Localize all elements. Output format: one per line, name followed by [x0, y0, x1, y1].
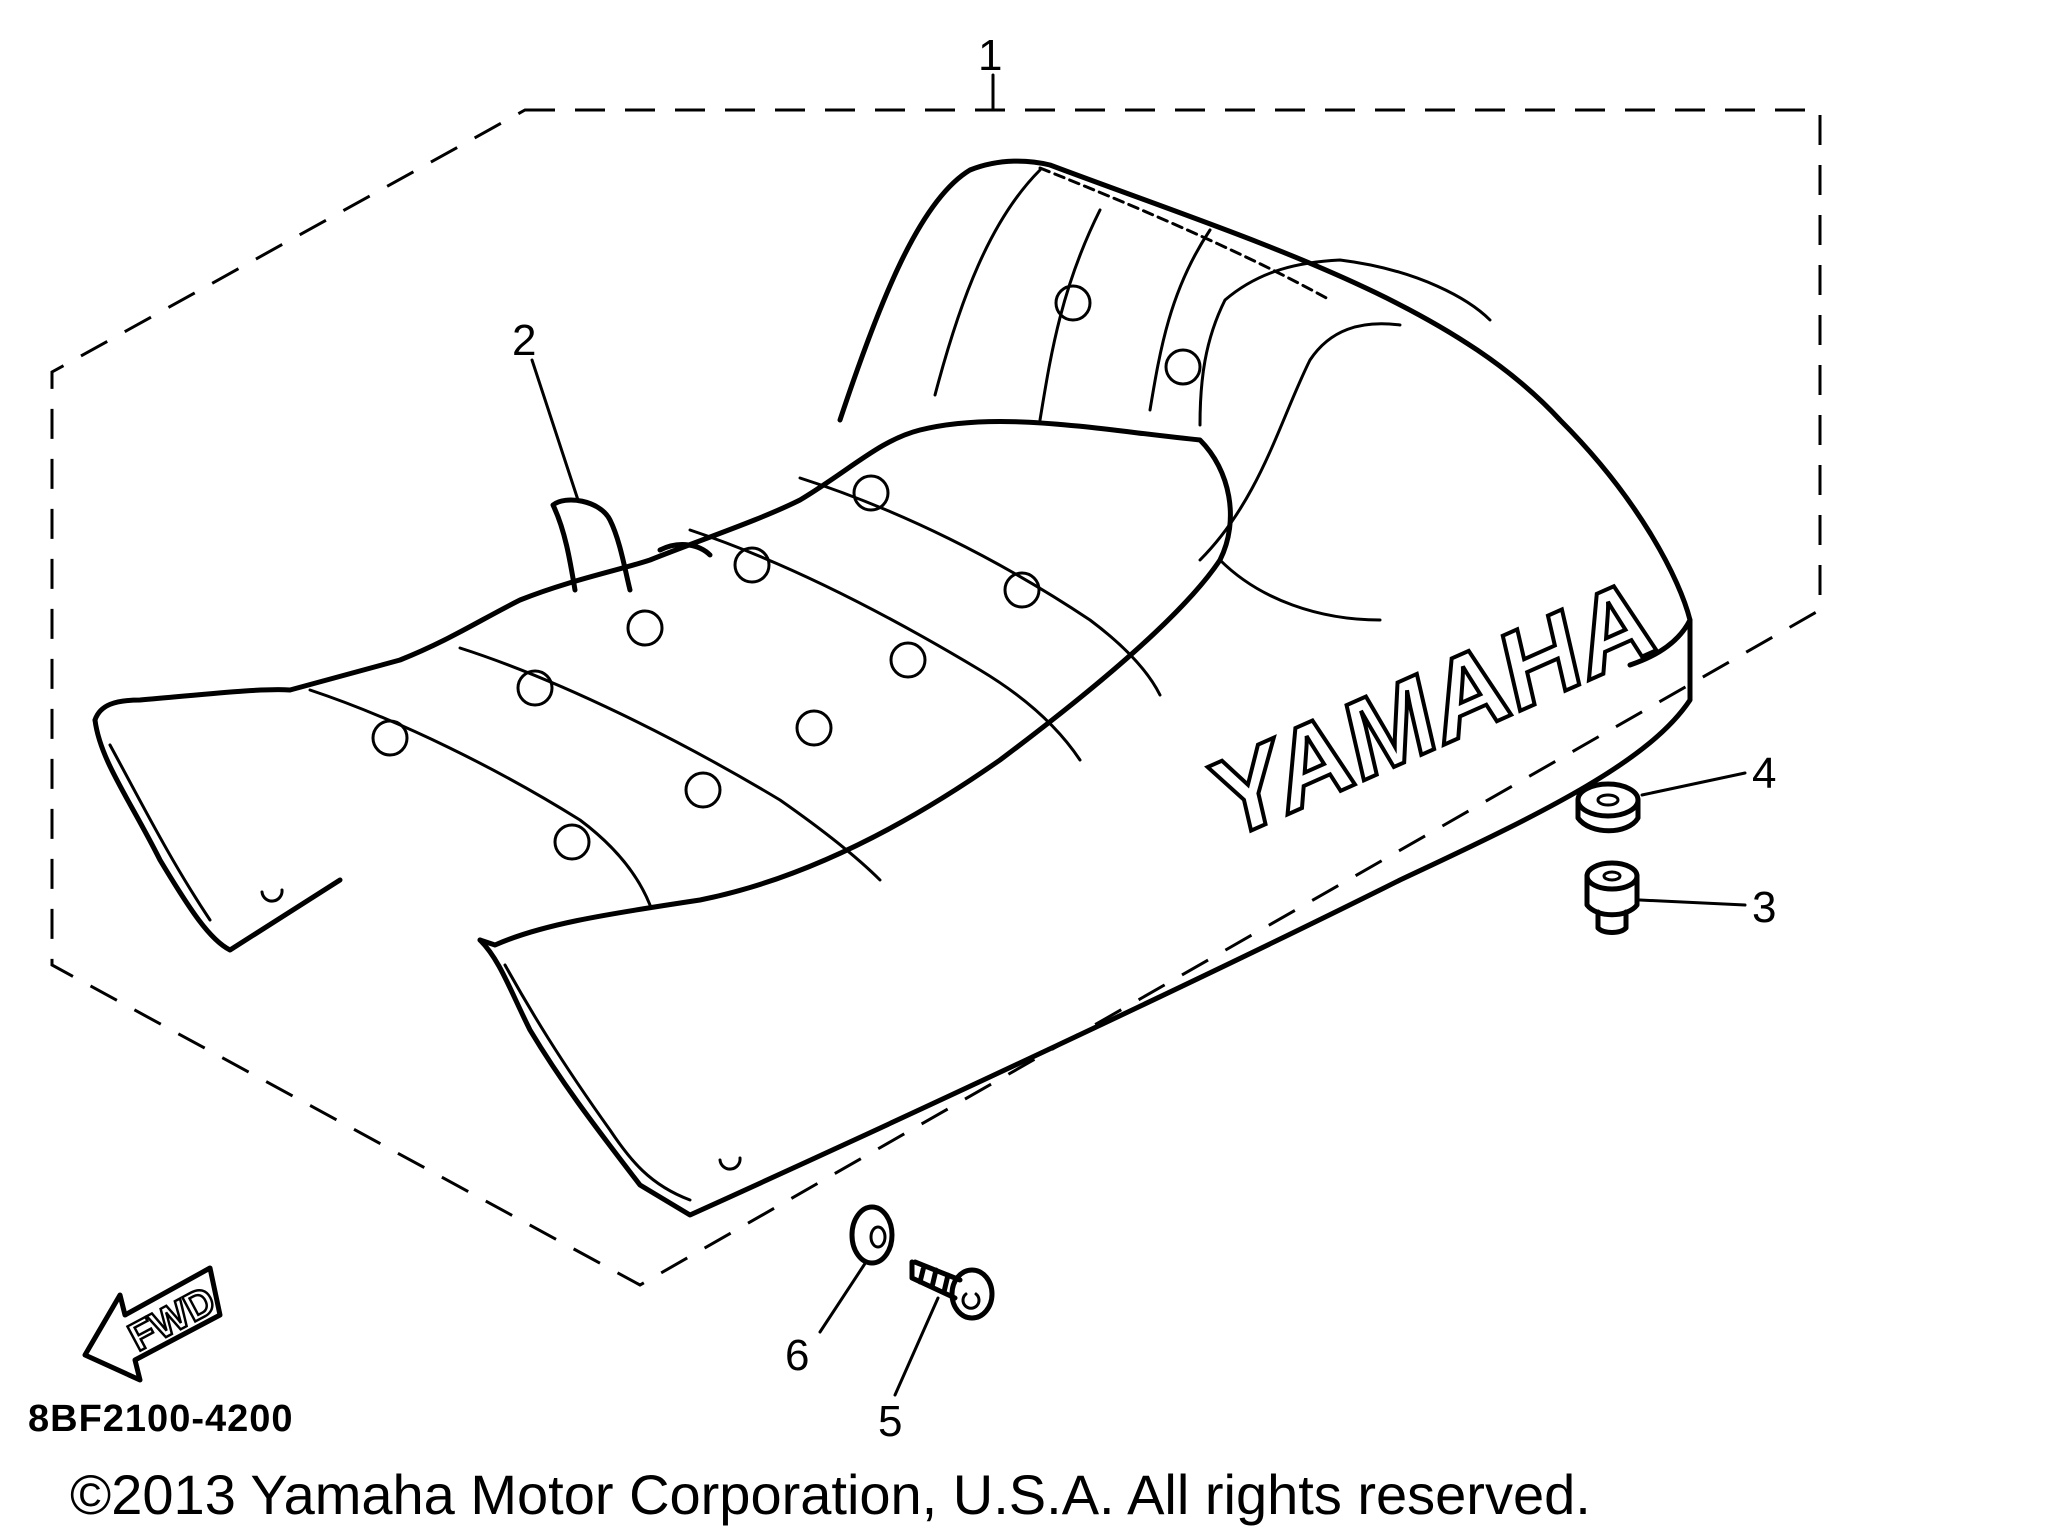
callout-number-2: 2	[512, 316, 536, 365]
seat-side-skirt	[477, 617, 1693, 1218]
callout-6-leader	[818, 1260, 868, 1334]
seat-front-skirt	[92, 717, 343, 953]
callout-4-leader	[1640, 771, 1747, 797]
seat-rear-inner	[933, 168, 1492, 427]
seat-mount-hole	[260, 888, 742, 1171]
callout-5-leader	[893, 1296, 940, 1397]
backrest-pleat	[1038, 208, 1212, 422]
seat-button	[795, 709, 833, 747]
seat-button	[626, 609, 664, 647]
seat-handle	[550, 497, 713, 593]
bolt-part-5	[909, 1259, 995, 1321]
seat-button	[852, 474, 890, 512]
seat-rear-side	[1198, 322, 1402, 562]
diagram-part-code: 8BF2100-4200	[28, 1398, 294, 1440]
callout-number-3: 3	[1752, 883, 1776, 932]
callout-number-6: 6	[785, 1331, 809, 1380]
seat-button	[889, 641, 927, 679]
seat-front-inner	[108, 743, 212, 922]
forward-arrow-icon: FWD	[82, 1265, 224, 1383]
seat-button	[516, 669, 554, 707]
callout-3-leader	[1638, 898, 1747, 907]
assembly-boundary	[50, 108, 1822, 1287]
backrest-button	[1164, 348, 1202, 386]
seat-button	[371, 719, 409, 757]
copyright-notice: ©2013 Yamaha Motor Corporation, U.S.A. A…	[70, 1463, 1591, 1526]
seat-rear-piping	[1038, 166, 1332, 302]
callout-number-1: 1	[978, 31, 1002, 80]
callout-2-leader	[530, 358, 580, 502]
seat-button	[1003, 571, 1041, 609]
backrest-button	[1054, 284, 1092, 322]
seat-button	[553, 823, 591, 861]
seat-pleat	[308, 476, 1162, 907]
collar-part-3	[1584, 860, 1640, 935]
washer-part-6	[849, 1204, 895, 1266]
seat-rear-hump	[837, 158, 1693, 668]
grommet-part-4	[1575, 781, 1641, 834]
callout-number-5: 5	[878, 1397, 902, 1446]
seat-button	[684, 771, 722, 809]
seat-side-inner	[503, 558, 1382, 1202]
callout-number-4: 4	[1752, 749, 1776, 798]
seat-top-outline	[92, 418, 1233, 948]
seat-button	[733, 546, 771, 584]
